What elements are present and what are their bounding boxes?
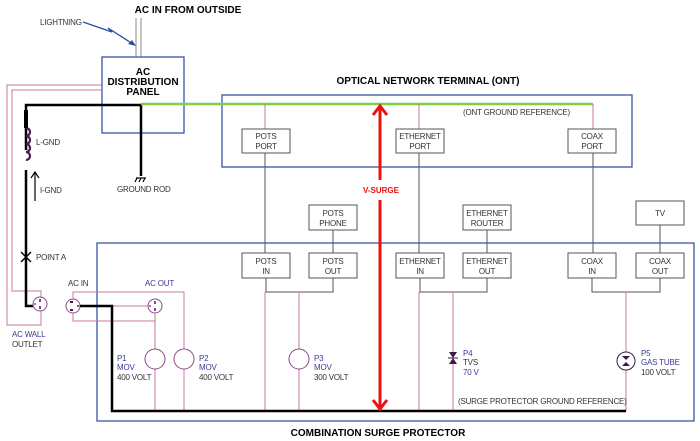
title-ac-in: AC IN FROM OUTSIDE	[135, 5, 242, 16]
sp-ground-ref-label: (SURGE PROTECTOR GROUND REFERENCE)	[458, 397, 627, 406]
ont-port-pots-line1: POTS	[256, 132, 277, 141]
title-surge-protector: COMBINATION SURGE PROTECTOR	[291, 428, 466, 439]
p4-type: TVS	[463, 358, 478, 367]
surge-protector-enclosure	[96, 242, 695, 422]
p1-type: MOV	[117, 363, 135, 372]
v-surge-arrow	[371, 103, 389, 412]
ground-rod-label: GROUND ROD	[117, 185, 171, 194]
p5-rating: 100 VOLT	[641, 368, 676, 377]
ont-port-ethernet-line2: PORT	[409, 142, 431, 151]
sp-port-label: IN	[588, 267, 596, 276]
mov-p2-icon	[173, 348, 195, 370]
sp-port-label: IN	[262, 267, 270, 276]
lightning-bolt-icon	[82, 21, 136, 46]
ont-port-coax: COAX PORT	[567, 104, 617, 154]
sp-port-label: OUT	[479, 267, 496, 276]
ont-port-pots-line2: PORT	[255, 142, 277, 151]
protector-feed-lines	[298, 292, 454, 411]
p2-id: P2	[199, 354, 209, 363]
p3-id: P3	[314, 354, 324, 363]
mov-p3-icon	[288, 348, 310, 370]
sp-port-label: POTS	[323, 257, 344, 266]
p2-rating: 400 VOLT	[199, 373, 234, 382]
p5-id: P5	[641, 349, 651, 358]
ac-branch-wiring	[6, 84, 102, 326]
device-tv-label: TV	[655, 209, 666, 218]
ac-out-label: AC OUT	[145, 279, 174, 288]
sp-port-pots-in: POTS IN	[241, 252, 291, 279]
ac-in-label: AC IN	[68, 279, 89, 288]
ont-enclosure	[221, 94, 633, 168]
ground-rod-icon	[134, 177, 146, 183]
mov-p1-icon	[144, 348, 166, 370]
device-tv: TV	[635, 200, 685, 226]
sp-port-pots-out: POTS OUT	[308, 252, 358, 279]
sp-port-ethernet-in: ETHERNET IN	[395, 252, 445, 279]
point-a-label: POINT A	[36, 253, 67, 262]
device-ethernet-router: ETHERNET ROUTER	[462, 204, 512, 231]
sp-port-ethernet-out: ETHERNET OUT	[462, 252, 512, 279]
ont-port-coax-line1: COAX	[581, 132, 604, 141]
i-gnd-label: I-GND	[40, 186, 62, 195]
port-pair-connectors	[265, 278, 661, 293]
p3-type: MOV	[314, 363, 332, 372]
ac-panel-line2: DISTRIBUTION	[107, 77, 178, 88]
inductor-icon	[25, 126, 32, 162]
sp-port-coax-out: COAX OUT	[635, 252, 685, 279]
sp-port-label: POTS	[256, 257, 277, 266]
ac-panel-line3: PANEL	[126, 87, 159, 98]
ont-port-ethernet-line1: ETHERNET	[399, 132, 441, 141]
sp-port-label: COAX	[581, 257, 604, 266]
gas-tube-p5-icon	[616, 351, 636, 371]
title-ont: OPTICAL NETWORK TERMINAL (ONT)	[337, 76, 520, 87]
ac-incoming-wires	[135, 18, 142, 57]
ground-wire-segment	[24, 110, 28, 128]
p4-id: P4	[463, 349, 473, 358]
p1-id: P1	[117, 354, 127, 363]
p2-type: MOV	[199, 363, 217, 372]
outlet-label: OUTLET	[12, 340, 43, 349]
p1-rating: 400 VOLT	[117, 373, 152, 382]
tvs-p4-icon	[448, 352, 458, 364]
ac-wall-label: AC WALL	[12, 330, 46, 339]
ont-port-coax-line2: PORT	[581, 142, 603, 151]
ont-ground-ref-label: (ONT GROUND REFERENCE)	[463, 108, 571, 117]
sp-port-label: OUT	[652, 267, 669, 276]
p3-rating: 300 VOLT	[314, 373, 349, 382]
lightning-label: LIGHTNING	[40, 18, 82, 27]
sp-port-label: ETHERNET	[466, 257, 508, 266]
ont-port-ethernet: ETHERNET PORT	[395, 104, 445, 154]
sp-port-label: OUT	[325, 267, 342, 276]
ground-wiring	[24, 103, 143, 308]
device-pots-phone: POTS PHONE	[308, 204, 358, 231]
v-surge-label: V-SURGE	[363, 186, 400, 195]
ac-distribution-panel	[101, 56, 185, 134]
sp-ground-reference-wire	[80, 304, 626, 413]
sp-ac-wiring	[72, 291, 627, 411]
signal-lines	[264, 153, 661, 253]
ac-wall-outlet-icon	[32, 296, 48, 312]
ac-out-outlet-icon	[147, 298, 163, 314]
l-gnd-label: L-GND	[36, 138, 60, 147]
sp-port-label: COAX	[649, 257, 672, 266]
ont-port-pots: POTS PORT	[241, 104, 291, 154]
device-pots-phone-line2: PHONE	[319, 219, 346, 228]
ac-panel-line1: AC	[136, 67, 150, 78]
p5-type: GAS TUBE	[641, 358, 680, 367]
sp-port-coax-in: COAX IN	[567, 252, 617, 279]
sp-port-label: ETHERNET	[399, 257, 441, 266]
device-ethernet-router-line2: ROUTER	[471, 219, 504, 228]
p4-rating: 70 V	[463, 368, 480, 377]
device-pots-phone-line1: POTS	[323, 209, 344, 218]
point-a-marker-icon	[20, 251, 32, 263]
current-arrow-icon	[30, 170, 40, 201]
device-ethernet-router-line1: ETHERNET	[466, 209, 508, 218]
ac-in-outlet-icon	[65, 298, 81, 314]
sp-port-label: IN	[416, 267, 424, 276]
